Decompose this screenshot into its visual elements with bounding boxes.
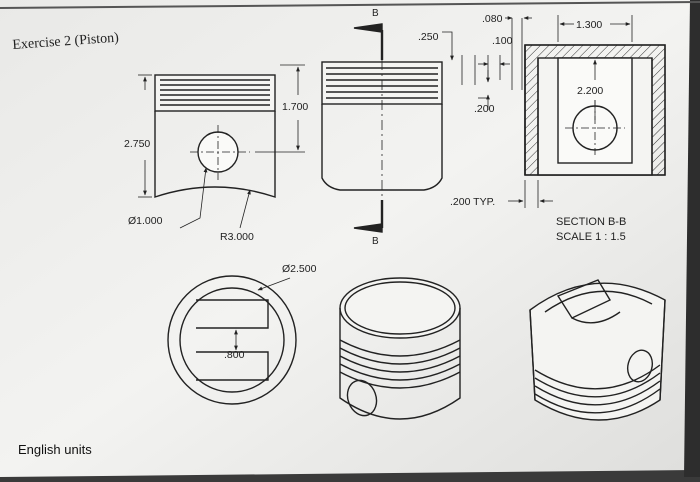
dim-ring-gap: .100 [492,35,513,47]
dim-wall-typ: .200 TYP. [450,196,495,208]
section-dimension-lines [508,15,633,208]
section-title: SECTION B-B [556,216,626,228]
front-dimension-lines [138,64,305,229]
dim-pin-dia: Ø1.000 [128,215,163,227]
cut-label-top: B [372,8,379,19]
dim-ring-depth: .200 [474,103,495,115]
isometric-view-section [529,279,666,421]
dim-inner-height: 2.200 [577,85,603,97]
side-view [321,23,443,233]
dim-boss-gap: .800 [224,349,245,361]
dim-skirt-radius: R3.000 [220,231,254,243]
dim-inner-width: 1.300 [576,19,602,31]
cut-label-bottom: B [372,236,379,247]
ring-dimension-lines [442,16,532,110]
dim-groove-land: .250 [418,31,439,43]
units-note: English units [18,442,92,457]
page-edge-shadow [684,0,700,477]
section-scale: SCALE 1 : 1.5 [556,231,626,243]
dimension-texts: 2.750 1.700 Ø1.000 R3.000 .250 .080 .100… [124,8,626,361]
dim-ring-width: .080 [482,13,503,25]
front-view [154,74,276,198]
top-view [167,275,297,405]
dim-pin-height: 1.700 [282,101,308,113]
dim-height-total: 2.750 [124,138,150,150]
isometric-view-front [339,277,461,420]
top-border-line [0,1,700,9]
dim-bore-dia: Ø2.500 [282,263,317,275]
